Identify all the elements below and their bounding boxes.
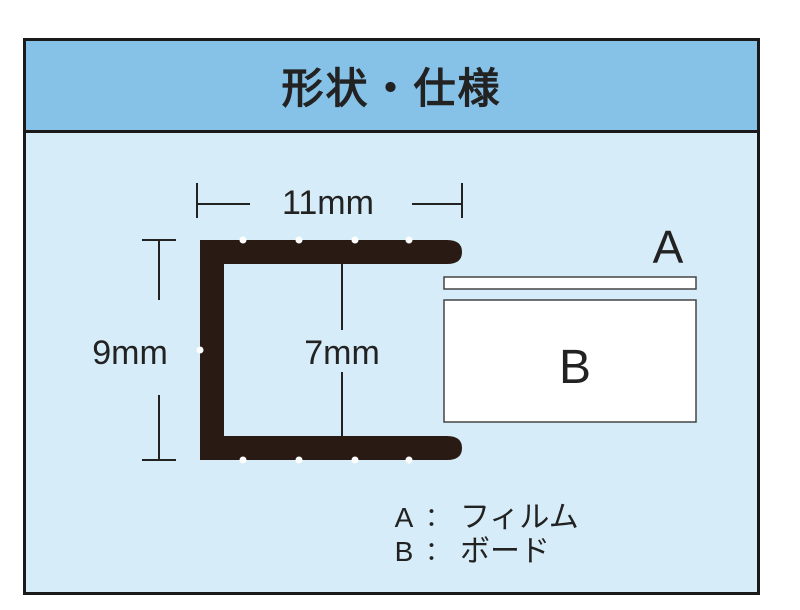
film-tag: A xyxy=(653,221,684,273)
height-label: 9mm xyxy=(92,334,168,372)
width-dimension: 11mm xyxy=(196,183,463,222)
height-dimension: 9mm xyxy=(92,239,176,461)
legend-a-letter: A xyxy=(395,502,414,533)
legend: A ： フィルム B ： ボード xyxy=(395,500,579,569)
legend-b-separator: ： xyxy=(425,536,451,566)
film-strip xyxy=(443,276,697,290)
legend-b-letter: B xyxy=(395,536,414,567)
board-tag: B xyxy=(559,341,591,394)
legend-a-text: フィルム xyxy=(460,500,579,535)
board-block xyxy=(443,299,697,423)
width-label: 11mm xyxy=(282,184,374,222)
u-channel-profile xyxy=(196,236,462,464)
inner-label: 7mm xyxy=(304,334,380,372)
page-title: 形状・仕様 xyxy=(281,64,502,113)
legend-b-text: ボード xyxy=(460,534,550,569)
legend-a-separator: ： xyxy=(425,502,451,532)
inner-dimension: 7mm xyxy=(304,264,380,436)
header-bar: 形状・仕様 xyxy=(26,41,757,133)
